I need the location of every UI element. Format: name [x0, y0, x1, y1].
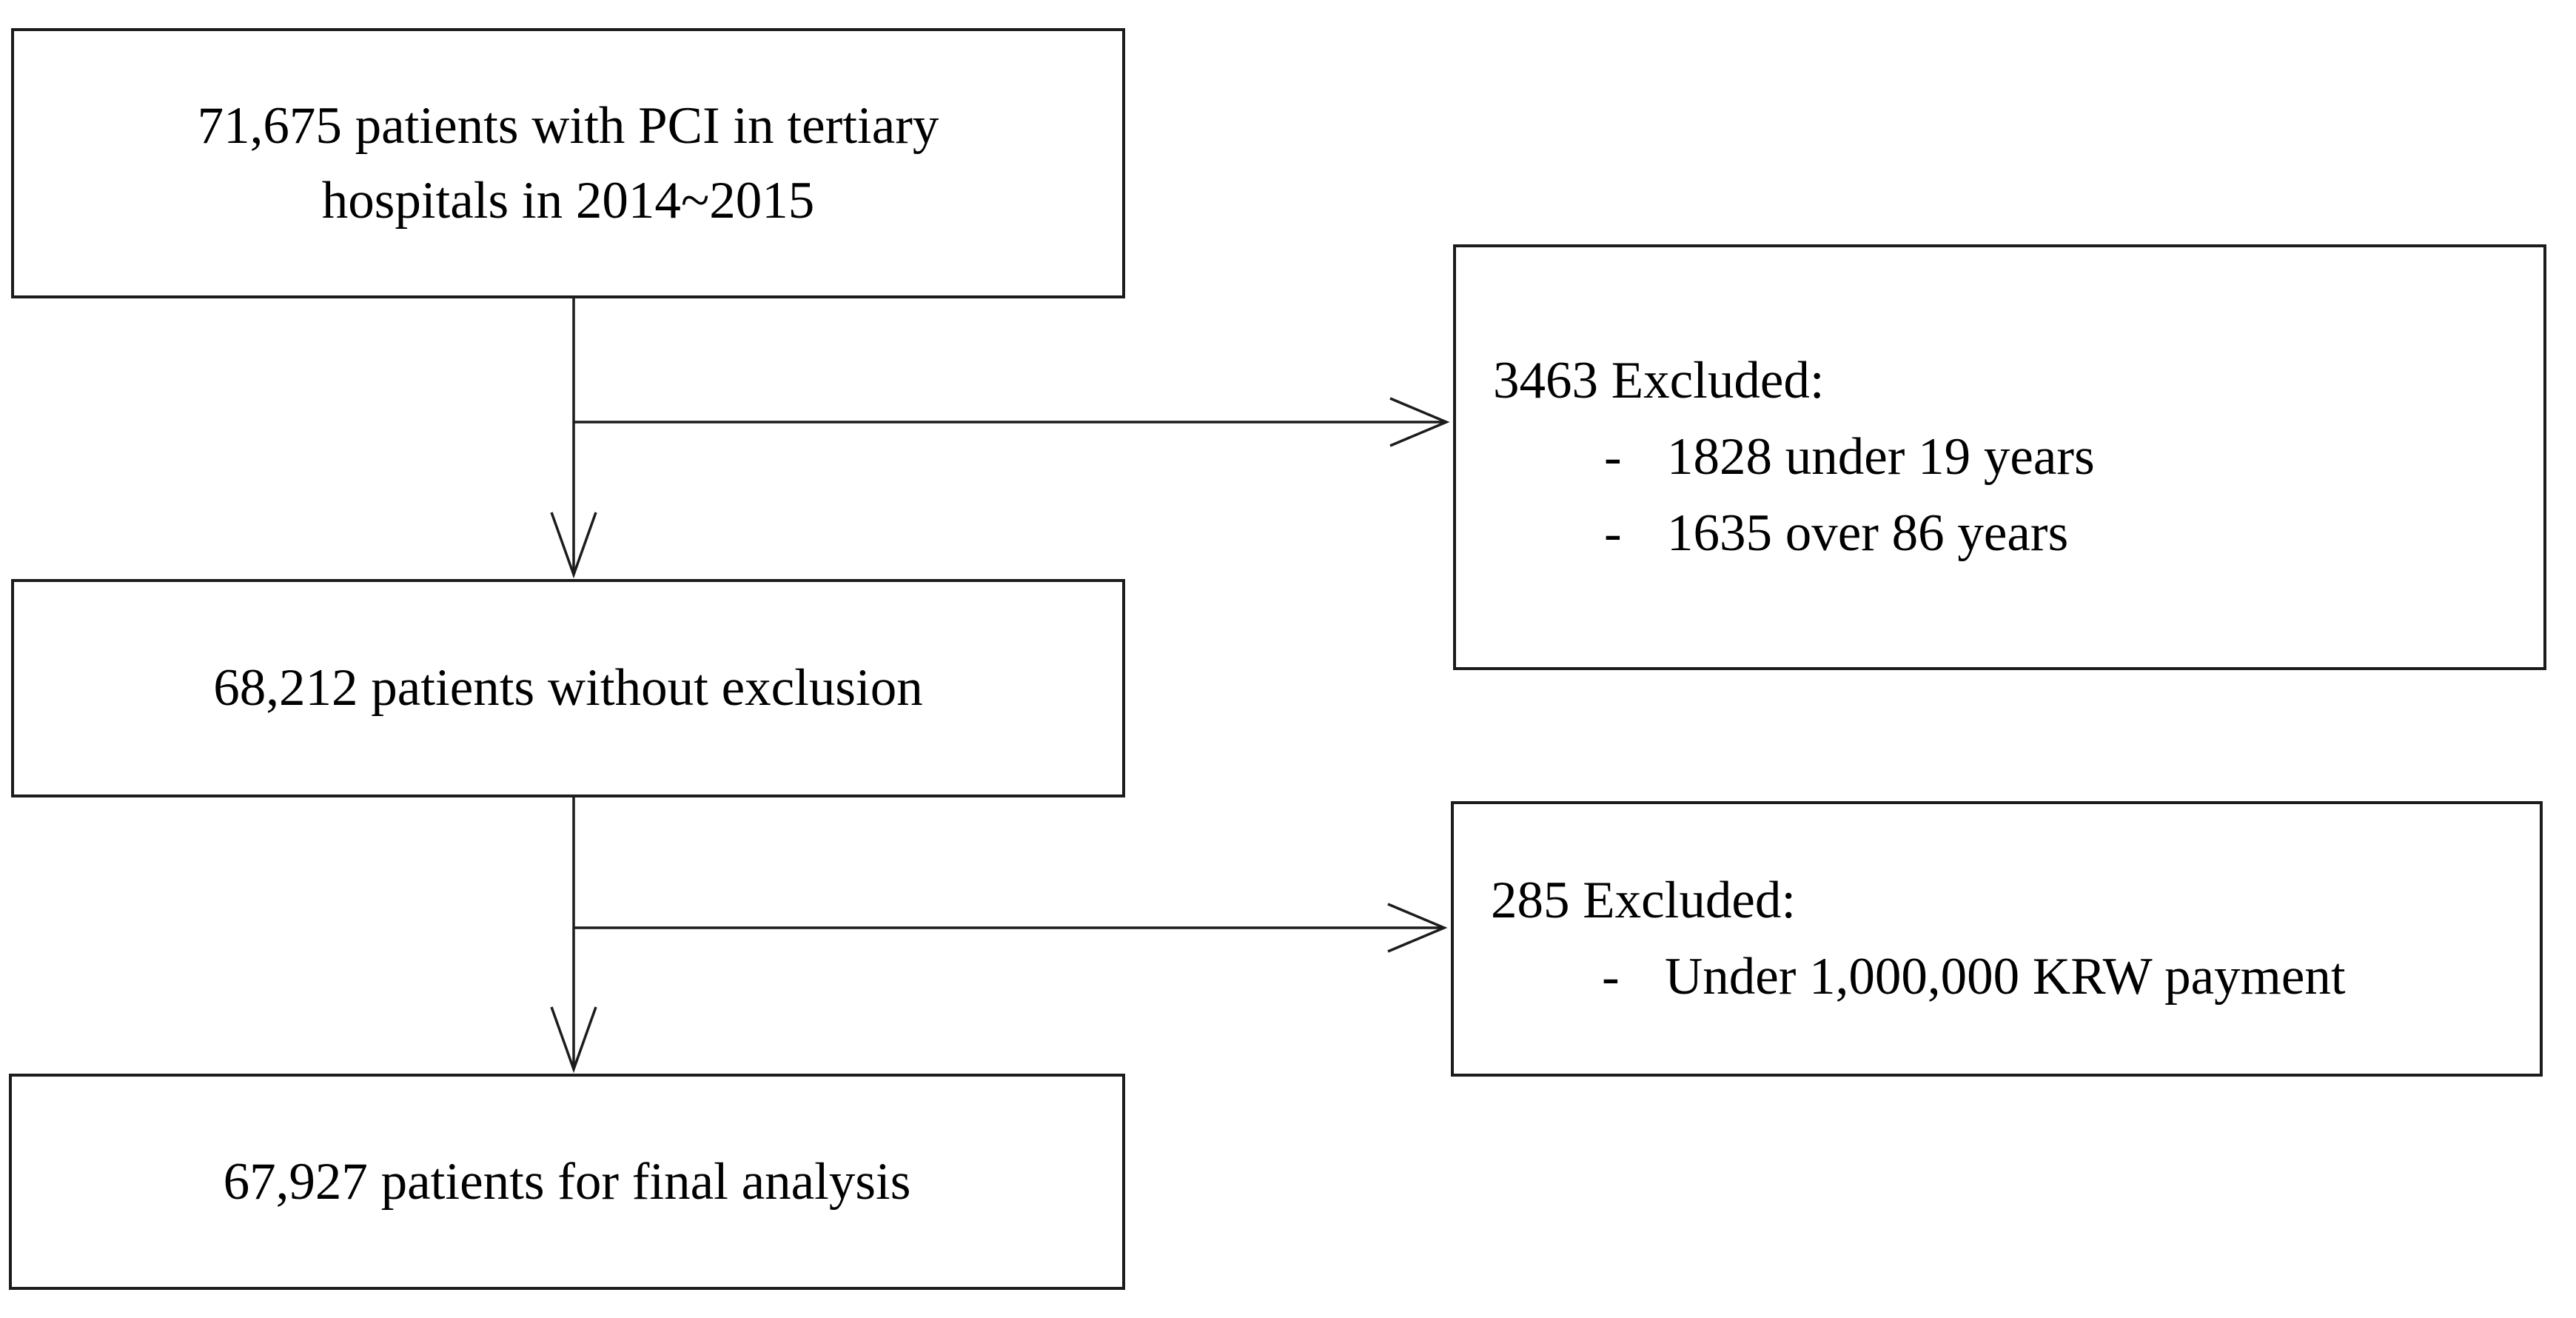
node-final-analysis: 67,927 patients for final analysis	[9, 1074, 1125, 1290]
node-excluded-payment: 285 Excluded: - Under 1,000,000 KRW paym…	[1451, 801, 2543, 1077]
bullet-dash: -	[1604, 504, 1622, 562]
excluded-payment-heading: 285 Excluded:	[1491, 872, 1797, 930]
node-after-exclusion: 68,212 patients without exclusion	[11, 579, 1125, 797]
node-initial-population-label: 71,675 patients with PCI in tertiary hos…	[197, 96, 939, 230]
exclusion-item: - 1635 over 86 years	[1604, 495, 2068, 572]
exclusion-item-text: 1828 under 19 years	[1667, 428, 2095, 486]
exclusion-item-text: 1635 over 86 years	[1667, 504, 2069, 562]
exclusion-item-text: Under 1,000,000 KRW payment	[1665, 948, 2346, 1006]
bullet-dash: -	[1602, 948, 1620, 1006]
bullet-dash: -	[1604, 428, 1622, 486]
node-final-analysis-label: 67,927 patients for final analysis	[223, 1152, 911, 1211]
exclusion-item: - 1828 under 19 years	[1604, 419, 2095, 495]
arrow-down-head-1-icon	[550, 512, 597, 579]
exclusion-item: - Under 1,000,000 KRW payment	[1602, 939, 2346, 1015]
node-excluded-age: 3463 Excluded: - 1828 under 19 years - 1…	[1453, 244, 2546, 670]
node-after-exclusion-label: 68,212 patients without exclusion	[213, 659, 923, 717]
arrow-right-head-2-icon	[1387, 903, 1448, 953]
arrow-down-head-2-icon	[550, 1006, 597, 1074]
excluded-age-heading: 3463 Excluded:	[1493, 352, 1825, 410]
arrow-right-head-1-icon	[1389, 397, 1450, 447]
node-initial-population: 71,675 patients with PCI in tertiary hos…	[11, 28, 1125, 298]
